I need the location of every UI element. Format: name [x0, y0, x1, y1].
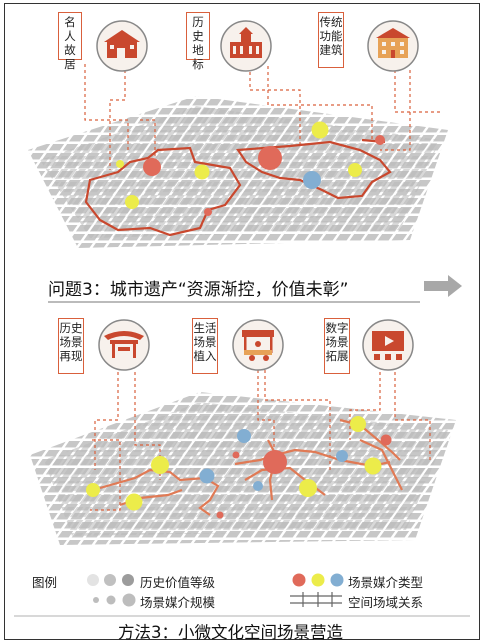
- legend-relation-line-icon: [290, 592, 342, 607]
- landmark-icon: [220, 20, 272, 72]
- legend-yellow-dot: [311, 573, 325, 587]
- label-line: 历史: [59, 321, 83, 335]
- red-dot: [258, 146, 282, 170]
- yellow-dot: [311, 121, 329, 139]
- yellow-dot: [350, 416, 366, 432]
- blue-dot: [237, 429, 251, 443]
- red-dot: [216, 511, 224, 519]
- red-dot: [380, 434, 392, 446]
- bottom-map-ground-shade: [44, 402, 448, 536]
- legend-spatial-relation: 空间场域关系: [348, 595, 424, 610]
- label-line: 传统: [319, 15, 343, 29]
- screen-icon: [362, 319, 414, 371]
- building-icon: [367, 20, 419, 72]
- label-line: 场景: [59, 335, 83, 349]
- top-map-ground-shade: [40, 106, 440, 238]
- red-dot: [232, 451, 240, 459]
- label-historic-landmark: 历史 地标: [186, 12, 210, 71]
- legend-scale-large-dot: [122, 593, 136, 607]
- top-map: [28, 96, 448, 248]
- problem-banner: 问题3：城市遗产“资源渐控，价值未彰”: [48, 280, 349, 300]
- label-line: 地标: [192, 43, 204, 71]
- label-line: 功能: [319, 29, 343, 43]
- legend-value-level: 历史价值等级: [140, 575, 216, 590]
- legend-scale-mid-dot: [106, 595, 116, 605]
- banner-arrow-icon: [424, 275, 462, 297]
- blue-dot: [336, 450, 348, 462]
- label-celebrity-residence: 名人 故居: [58, 12, 82, 71]
- label-line: 故居: [64, 43, 76, 71]
- red-dot: [143, 158, 161, 176]
- red-dot: [375, 135, 385, 145]
- label-line: 生活: [193, 321, 217, 335]
- bottom-dots: [86, 416, 392, 519]
- house-icon: [96, 20, 148, 72]
- top-connectors: [84, 64, 440, 170]
- legend-value-dark-dot: [122, 574, 134, 586]
- label-traditional-building: 传统 功能 建筑: [318, 12, 344, 68]
- legend-medium-scale: 场景媒介规模: [140, 595, 216, 610]
- label-line: 植入: [193, 349, 217, 363]
- yellow-dot: [125, 493, 143, 511]
- label-line: 名人: [64, 15, 76, 43]
- red-dot: [263, 450, 287, 474]
- food-stall-icon: [232, 319, 284, 371]
- label-line: 场景: [325, 335, 349, 349]
- yellow-dot: [194, 164, 210, 180]
- blue-dot: [253, 481, 263, 491]
- yellow-dot: [348, 163, 362, 177]
- label-life-scene: 生活 场景 植入: [192, 318, 218, 374]
- yellow-dot: [125, 195, 139, 209]
- label-line: 数字: [325, 321, 349, 335]
- label-line: 再现: [59, 349, 83, 363]
- label-line: 历史: [192, 15, 204, 43]
- label-historical-scene: 历史 场景 再现: [58, 318, 84, 374]
- legend-red-dot: [292, 573, 306, 587]
- legend-medium-type: 场景媒介类型: [348, 575, 424, 590]
- label-digital-scene: 数字 场景 拓展: [324, 318, 350, 374]
- label-line: 场景: [193, 335, 217, 349]
- yellow-dot: [151, 456, 169, 474]
- legend-value-mid-dot: [104, 574, 116, 586]
- legend-blue-dot: [330, 573, 344, 587]
- legend-title: 图例: [32, 575, 58, 590]
- legend-value-light-dot: [87, 574, 99, 586]
- yellow-dot: [299, 479, 317, 497]
- blue-dot: [199, 468, 215, 484]
- legend-graphics: [87, 573, 344, 607]
- red-dot: [204, 208, 212, 216]
- legend-scale-small-dot: [93, 597, 99, 603]
- pavilion-icon: [98, 319, 150, 371]
- top-dots: [116, 121, 385, 216]
- yellow-dot: [364, 457, 382, 475]
- yellow-dot: [116, 160, 124, 168]
- blue-dot: [303, 171, 321, 189]
- method-footer: 方法3：小微文化空间场景营造: [118, 623, 343, 642]
- label-line: 拓展: [325, 349, 349, 363]
- yellow-dot: [86, 483, 100, 497]
- label-line: 建筑: [319, 43, 343, 57]
